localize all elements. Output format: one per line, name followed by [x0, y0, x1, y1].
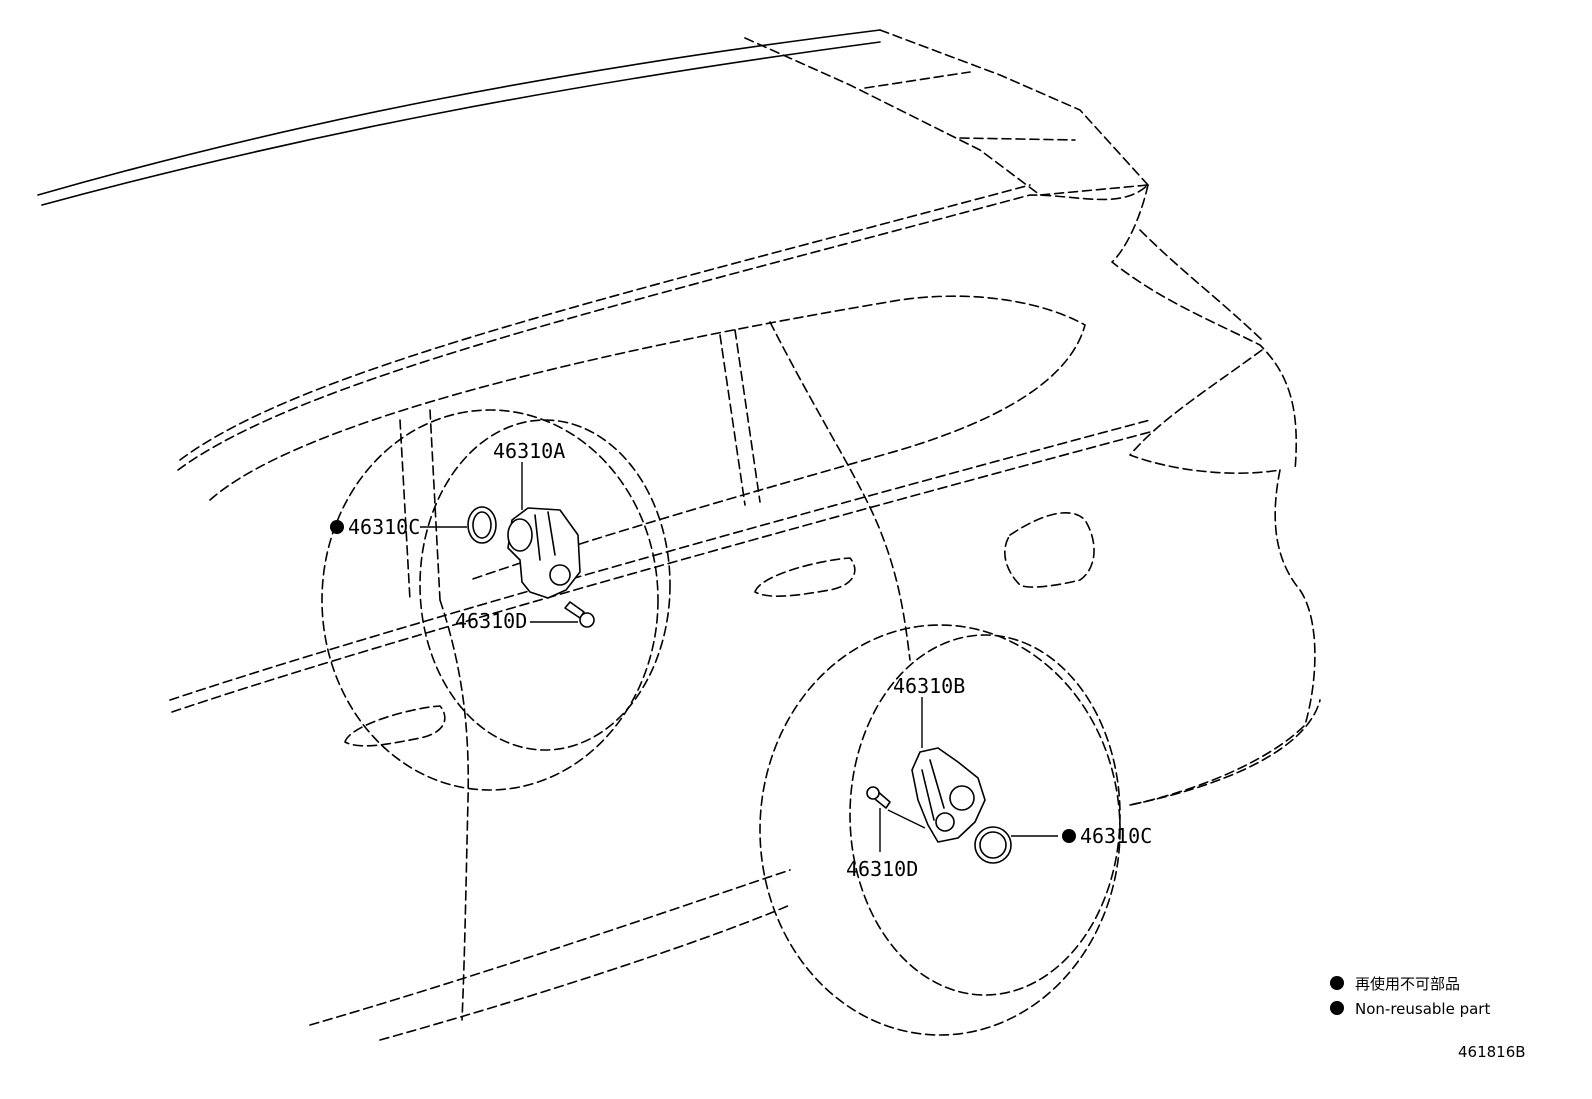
legend-text-jp: 再使用不可部品: [1355, 975, 1460, 993]
non-reusable-marker-rear: [1062, 829, 1076, 843]
non-reusable-marker-front: [330, 520, 344, 534]
rear-motor-assembly: [911, 747, 986, 843]
label-46310D-rear: 46310D: [846, 857, 918, 881]
front-wheel-arch: [321, 409, 671, 791]
front-motor-assembly: [507, 507, 581, 599]
rear-wheel-arch: [759, 624, 1121, 1036]
front-bolt: [564, 601, 595, 628]
label-46310C-rear: 46310C: [1080, 824, 1152, 848]
front-seal-ring: [467, 506, 497, 544]
label-46310A: 46310A: [493, 439, 565, 463]
legend: 再使用不可部品 Non-reusable part: [1330, 975, 1490, 1018]
rear-seal-ring: [974, 826, 1012, 864]
rear-bolt: [866, 786, 891, 809]
vehicle-body-outline: [37, 29, 1321, 1041]
leader-lines: [420, 462, 1058, 852]
legend-text-en: Non-reusable part: [1355, 1000, 1490, 1018]
diagram-id: 461816B: [1458, 1043, 1526, 1061]
label-46310D-front: 46310D: [455, 609, 527, 633]
legend-dot-en: [1330, 1001, 1344, 1015]
label-46310C-front: 46310C: [348, 515, 420, 539]
legend-dot-jp: [1330, 976, 1344, 990]
label-46310B: 46310B: [893, 674, 965, 698]
